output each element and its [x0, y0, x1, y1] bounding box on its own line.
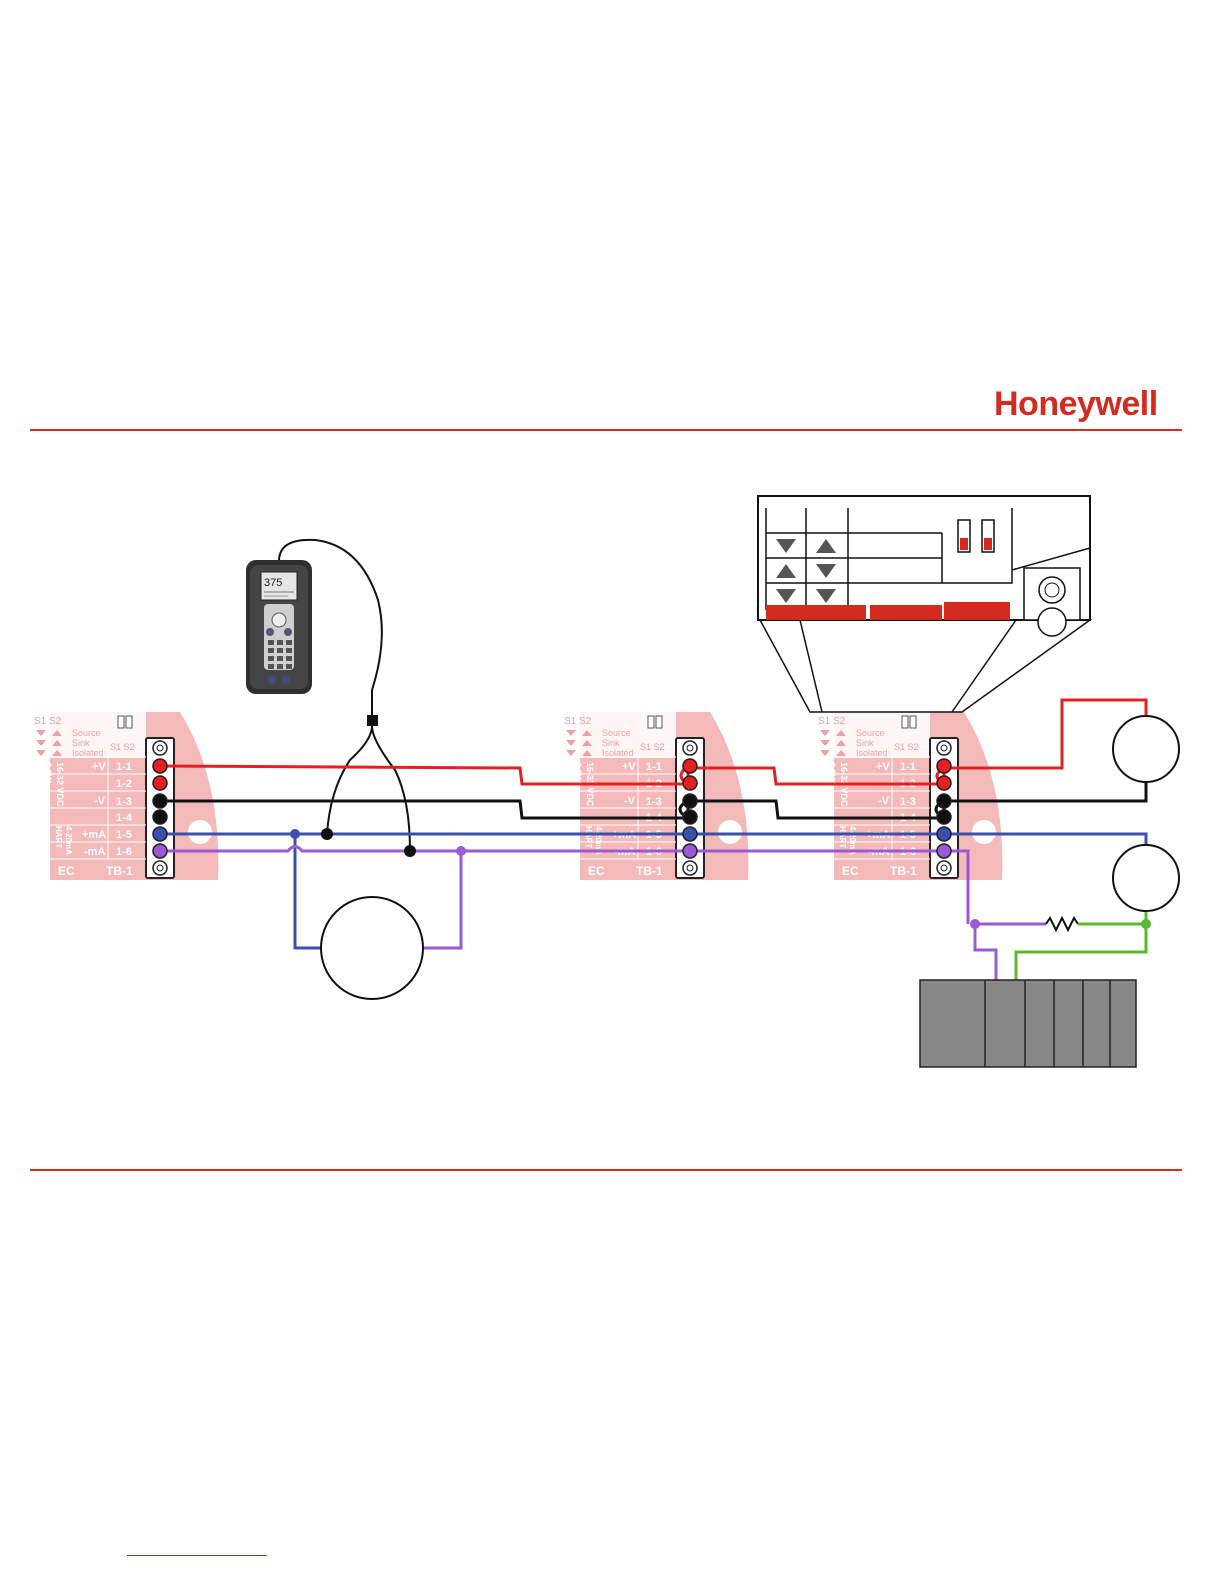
load-resistor	[1045, 915, 1079, 933]
terminal-label-1-6: 1-6	[116, 846, 132, 858]
board-id-label: EC	[842, 864, 859, 878]
terminal-screw	[152, 843, 168, 859]
terminal-label-1-3: 1-3	[646, 796, 662, 808]
signal-label: 4-20mA	[64, 826, 73, 855]
signal-label: 4-20mA	[848, 826, 857, 855]
terminal-screw	[152, 758, 168, 774]
minus-v-label: -V	[94, 795, 106, 807]
honeywell-logo: Honeywell	[994, 385, 1158, 423]
controller-rack	[919, 979, 1137, 1068]
mode-label-sink: Sink	[602, 738, 620, 748]
mode-label-isolated: Isolated	[602, 748, 634, 758]
device-circle	[1112, 844, 1180, 912]
terminal-screw	[936, 826, 952, 842]
mode-label-source: Source	[856, 728, 885, 738]
wire-green	[1078, 910, 1148, 926]
terminal-label-1-1: 1-1	[116, 761, 132, 773]
terminal-screw	[936, 793, 952, 809]
plus-v-label: +V	[622, 761, 636, 773]
ammeter-circle	[320, 896, 424, 1000]
terminal-screw	[152, 809, 168, 825]
terminal-screw	[152, 826, 168, 842]
terminal-label-1-2: 1-2	[116, 778, 132, 790]
junction-dots	[290, 828, 1151, 929]
terminal-label-1-1: 1-1	[646, 761, 662, 773]
plus-v-label: +V	[876, 761, 890, 773]
mode-label-source: Source	[602, 728, 631, 738]
switch-detail-callout	[757, 495, 1093, 713]
terminal-screw	[936, 758, 952, 774]
plus-ma-label: +mA	[82, 829, 106, 841]
hart-communicator: 375	[246, 560, 312, 694]
switch-header: S1 S2	[818, 716, 846, 727]
block-id-label: TB-1	[890, 864, 917, 878]
communicator-lead	[278, 538, 383, 720]
mode-label-sink: Sink	[856, 738, 874, 748]
terminal-label-1-4: 1-4	[116, 812, 133, 824]
terminal-screw	[936, 843, 952, 859]
switch-columns: S1 S2	[110, 742, 135, 752]
signal-sub-label: HART	[54, 826, 63, 848]
mode-label-source: Source	[72, 728, 101, 738]
terminal-screw	[936, 809, 952, 825]
switch-header: S1 S2	[34, 716, 62, 727]
board-id-label: EC	[58, 864, 75, 878]
power-supply-circle	[1112, 715, 1180, 783]
terminal-screw	[682, 843, 698, 859]
minus-v-label: -V	[624, 795, 636, 807]
mode-label-isolated: Isolated	[856, 748, 888, 758]
switch-columns: S1 S2	[640, 742, 665, 752]
plus-v-label: +V	[92, 761, 106, 773]
terminal-screw	[936, 775, 952, 791]
minus-v-label: -V	[878, 795, 890, 807]
terminal-screw	[152, 775, 168, 791]
terminal-label-1-3: 1-3	[116, 796, 132, 808]
terminal-label-1-1: 1-1	[900, 761, 916, 773]
wire-minus-v	[160, 782, 1148, 820]
lead-branch-b	[371, 725, 411, 852]
signal-sub-label: HART	[584, 826, 593, 848]
board-id-label: EC	[588, 864, 605, 878]
mode-label-sink: Sink	[72, 738, 90, 748]
signal-sub-label: HART	[838, 826, 847, 848]
terminal-label-1-5: 1-5	[116, 829, 132, 841]
lead-branch-a	[326, 725, 373, 835]
terminal-screw	[682, 758, 698, 774]
wire-plus-ma	[160, 832, 1148, 846]
minus-ma-label: -mA	[84, 846, 105, 858]
lead-splitter	[367, 715, 378, 726]
footer-rule	[30, 1169, 1182, 1171]
footer-link-underline	[127, 1555, 267, 1556]
terminal-screw	[682, 793, 698, 809]
communicator-screen-text: 375	[264, 577, 282, 589]
switch-header: S1 S2	[564, 716, 592, 727]
signal-label: 4-20mA	[594, 826, 603, 855]
terminal-screw	[682, 809, 698, 825]
block-id-label: TB-1	[636, 864, 663, 878]
supply-sub-label: 6.2W max.	[43, 762, 53, 806]
terminal-label-1-3: 1-3	[900, 796, 916, 808]
supply-label: 16-32 VDC	[55, 762, 65, 807]
wire-minus-ma	[160, 845, 970, 924]
block-id-label: TB-1	[106, 864, 133, 878]
mode-label-isolated: Isolated	[72, 748, 104, 758]
switch-columns: S1 S2	[894, 742, 919, 752]
wire-plus-v	[159, 698, 1148, 786]
terminal-screw	[152, 793, 168, 809]
terminal-screw	[682, 826, 698, 842]
header-rule	[30, 429, 1182, 431]
terminal-screw	[682, 775, 698, 791]
